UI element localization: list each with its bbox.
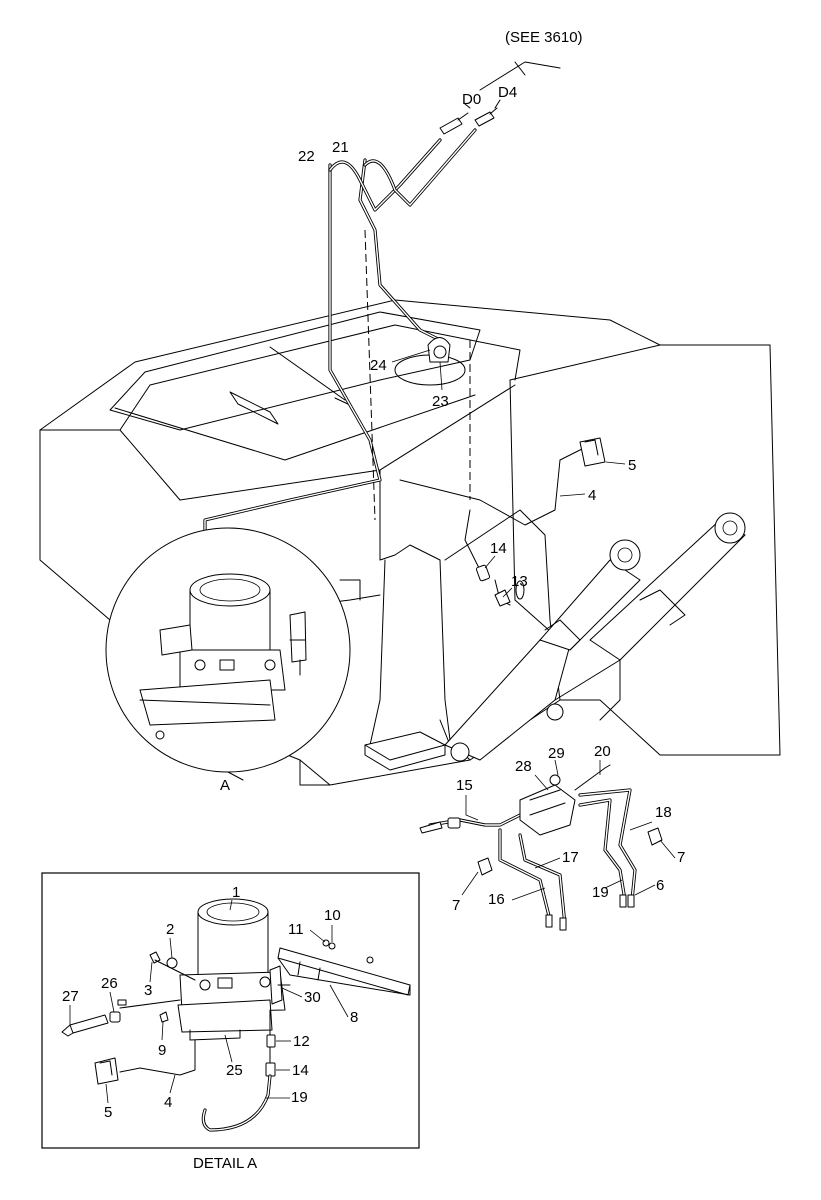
detail-callout-14: 14 bbox=[292, 1062, 309, 1079]
callout-15: 15 bbox=[456, 777, 473, 794]
reference-note: (SEE 3610) bbox=[505, 29, 583, 46]
detail-callout-3: 3 bbox=[144, 982, 152, 999]
callout-18: 18 bbox=[655, 804, 672, 821]
callout-6: 6 bbox=[656, 877, 664, 894]
detail-callout-25: 25 bbox=[226, 1062, 243, 1079]
detail-callout-12: 12 bbox=[293, 1033, 310, 1050]
callout-19: 19 bbox=[592, 884, 609, 901]
detail-leaders bbox=[69, 899, 349, 1104]
main-leaders bbox=[391, 349, 676, 901]
detail-callout-2: 2 bbox=[166, 921, 174, 938]
callout-21: 21 bbox=[332, 139, 349, 156]
lift-cylinders bbox=[444, 512, 746, 762]
top-connectors bbox=[439, 61, 561, 135]
callout-d4: D4 bbox=[498, 84, 517, 101]
detail-callout-30: 30 bbox=[304, 989, 321, 1006]
callout-22: 22 bbox=[298, 148, 315, 165]
callout-23: 23 bbox=[432, 393, 449, 410]
detail-a-box bbox=[41, 872, 420, 1149]
callout-5: 5 bbox=[628, 457, 636, 474]
callout-7-left: 7 bbox=[452, 897, 460, 914]
detail-callout-10: 10 bbox=[324, 907, 341, 924]
callout-16: 16 bbox=[488, 891, 505, 908]
callout-29: 29 bbox=[548, 745, 565, 762]
detail-callout-27: 27 bbox=[62, 988, 79, 1005]
detail-callout-5: 5 bbox=[104, 1104, 112, 1121]
detail-circle bbox=[105, 527, 351, 781]
detail-labels: 1 2 3 11 10 27 26 30 8 9 25 12 14 5 4 19… bbox=[62, 884, 358, 1172]
callout-17: 17 bbox=[562, 849, 579, 866]
manifold-28 bbox=[519, 774, 576, 836]
callout-4: 4 bbox=[588, 487, 596, 504]
detail-callout-26: 26 bbox=[101, 975, 118, 992]
detail-callout-9: 9 bbox=[158, 1042, 166, 1059]
callout-20: 20 bbox=[594, 743, 611, 760]
main-labels: (SEE 3610) D0 D4 21 22 24 23 5 4 14 13 1… bbox=[220, 29, 685, 914]
callout-14: 14 bbox=[490, 540, 507, 557]
detail-callout-19: 19 bbox=[291, 1089, 308, 1106]
switch-part-5 bbox=[579, 437, 606, 467]
callout-24: 24 bbox=[370, 357, 387, 374]
detail-caption: DETAIL A bbox=[193, 1155, 257, 1172]
detail-marker: A bbox=[220, 777, 230, 794]
reservoir-fitting bbox=[394, 337, 466, 386]
callout-13: 13 bbox=[511, 573, 528, 590]
end-fittings bbox=[419, 817, 663, 931]
detail-callout-1: 1 bbox=[232, 884, 240, 901]
detail-callout-8: 8 bbox=[350, 1009, 358, 1026]
callout-d0: D0 bbox=[462, 91, 481, 108]
callout-28: 28 bbox=[515, 758, 532, 775]
callout-7-right: 7 bbox=[677, 849, 685, 866]
detail-callout-11: 11 bbox=[288, 921, 304, 938]
detail-callout-4: 4 bbox=[164, 1094, 172, 1111]
